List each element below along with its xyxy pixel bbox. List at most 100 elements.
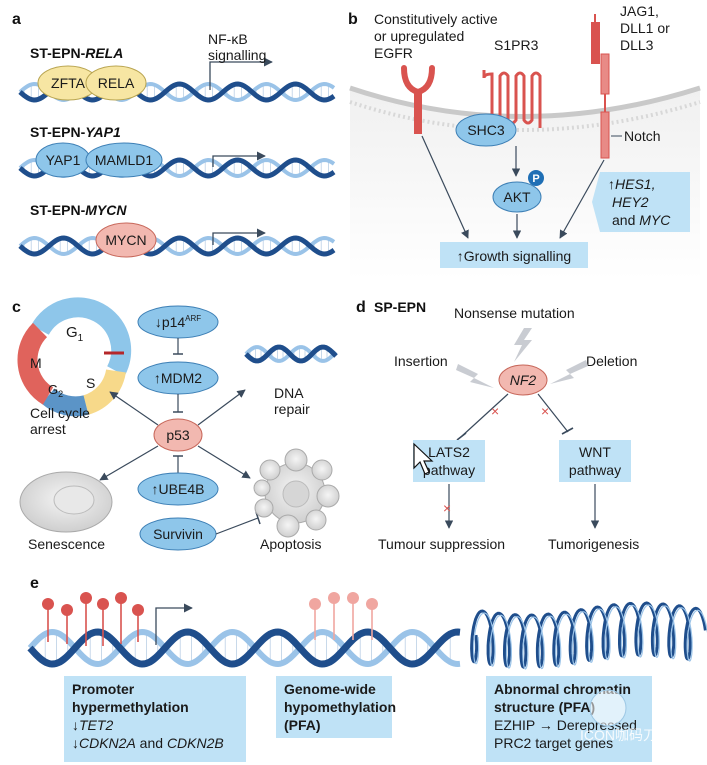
cross-suppression: × (443, 500, 451, 516)
ube4b-label: ↑UBE4B (152, 481, 205, 497)
wnt-label-1: WNT (579, 444, 611, 460)
hypermethylation-marks (42, 592, 144, 646)
hes-label-3: and MYC (612, 212, 671, 228)
shc3-oval (455, 113, 517, 147)
panel-letter-e: e (30, 575, 39, 592)
mamld1-label: MAMLD1 (95, 152, 154, 168)
genome-wide-label-1: Genome-wide (284, 681, 376, 697)
panel-letter-a: a (12, 11, 21, 28)
phospho-label: P (532, 173, 539, 185)
cross-wnt: × (541, 403, 549, 419)
mycn-protein (95, 222, 157, 258)
methylation-tss-arrow (155, 603, 193, 645)
nf2-wnt-bar (561, 427, 574, 435)
cell-cycle-ring: G1 M G2 S (17, 297, 132, 417)
notch-to-growth-arrow (559, 159, 605, 239)
apoptotic-cell (253, 448, 340, 538)
rela-title: ST-EPN-RELA (30, 45, 123, 61)
dna-repair-label-2: repair (274, 401, 310, 417)
mycn-title: ST-EPN-MYCN (30, 202, 127, 218)
survivin-label: Survivin (153, 526, 203, 542)
dna-helix-mycn (18, 235, 336, 257)
yap1-title: ST-EPN-YAP1 (30, 124, 121, 140)
nonsense-label: Nonsense mutation (454, 305, 575, 321)
dna-helix-methylation (27, 628, 461, 668)
mycn-row: ST-EPN-MYCN MYCN (18, 202, 336, 258)
panel-letter-d: d (356, 299, 366, 316)
chromatin-fiber-light (472, 604, 707, 670)
dna-strand-dark (27, 628, 461, 668)
jag-ligand (591, 22, 600, 64)
g1-label: G1 (66, 324, 84, 344)
egfr-label-2: or upregulated (374, 28, 464, 44)
dna-strand-dark (244, 344, 338, 364)
apoptosis-label: Apoptosis (260, 536, 321, 552)
ube4b-oval (137, 472, 219, 506)
panel-a: a ST-EPN-RELA ZFTA RELA NF-κB signalling… (12, 11, 336, 258)
hypomethylation-marks (309, 592, 378, 640)
nf2-to-lats2 (461, 393, 509, 437)
chromatin-coil (470, 601, 707, 670)
g2-label: G2 (48, 382, 63, 399)
dna-strand-dark (18, 235, 336, 257)
growth-label: ↑Growth signalling (457, 248, 571, 264)
bolt-insertion (456, 364, 494, 388)
nfkb-signalling-label: signalling (208, 47, 266, 63)
p53-to-repair-arrow (197, 389, 246, 426)
hes-label-1: ↑HES1, (608, 176, 655, 192)
sp-epn-title: SP-EPN (374, 299, 426, 315)
survivin-inhibits-apoptosis (215, 517, 259, 535)
hes-label-2: HEY2 (612, 194, 649, 210)
chromatin-fiber (470, 601, 707, 669)
p53-to-arrest-arrow (109, 391, 159, 426)
jag-label-3: DLL3 (620, 37, 654, 53)
m-segment (17, 322, 54, 405)
yap1-row: ST-EPN-YAP1 YAP1 MAMLD1 (18, 124, 336, 179)
p53-to-senescence-arrow (99, 445, 159, 481)
notch-receptor-top (600, 53, 610, 95)
akt-label: AKT (503, 189, 531, 205)
s1pr3-label: S1PR3 (494, 37, 539, 53)
dna-repair-helix (244, 344, 338, 364)
rela-label: RELA (98, 75, 135, 91)
arrest-label-2: arrest (30, 421, 66, 437)
phospho-badge (528, 170, 544, 186)
mycn-label: MYCN (105, 232, 146, 248)
promoter-label-3: ↓TET2 (72, 717, 113, 733)
s-segment (82, 368, 126, 415)
nf2-lats2-bar (456, 432, 467, 441)
watermark-logo (589, 689, 627, 727)
m-label: M (30, 355, 42, 371)
dna-repair-label-1: DNA (274, 385, 304, 401)
promoter-label-4: ↓CDKN2A and CDKN2B (72, 735, 224, 751)
panel-d: d SP-EPN Nonsense mutation Insertion Del… (356, 299, 639, 552)
s-label: S (86, 375, 95, 391)
deletion-label: Deletion (586, 353, 637, 369)
yap1-tss-arrow (212, 151, 266, 167)
mamld1-protein (85, 142, 163, 178)
bolt-nonsense (514, 328, 532, 362)
jag-label-2: DLL1 or (620, 20, 670, 36)
nf2-oval (498, 364, 548, 396)
lats2-label-1: LATS2 (428, 444, 470, 460)
chromatin-label-2: structure (PFA) (494, 699, 595, 715)
senescence-label: Senescence (28, 536, 105, 552)
rela-tss-arrow (209, 57, 273, 90)
genome-wide-label-3: (PFA) (284, 717, 321, 733)
notch-label: Notch (624, 128, 661, 144)
promoter-box (64, 676, 246, 762)
genome-wide-box (276, 676, 392, 738)
jag-label-1: JAG1, (620, 3, 659, 19)
egfr-label-1: Constitutively active (374, 11, 498, 27)
mouse-cursor (413, 442, 434, 475)
shc3-label: SHC3 (467, 122, 505, 138)
insertion-label: Insertion (394, 353, 448, 369)
panel-letter-c: c (12, 299, 21, 316)
lats2-label-2: pathway (423, 462, 475, 478)
hes-box (592, 172, 690, 232)
panel-b: b Constitutively active or upregulated E… (348, 3, 701, 280)
p53-oval (153, 418, 203, 452)
yap1-label: YAP1 (46, 152, 81, 168)
mdm2-label: ↑MDM2 (154, 370, 202, 386)
